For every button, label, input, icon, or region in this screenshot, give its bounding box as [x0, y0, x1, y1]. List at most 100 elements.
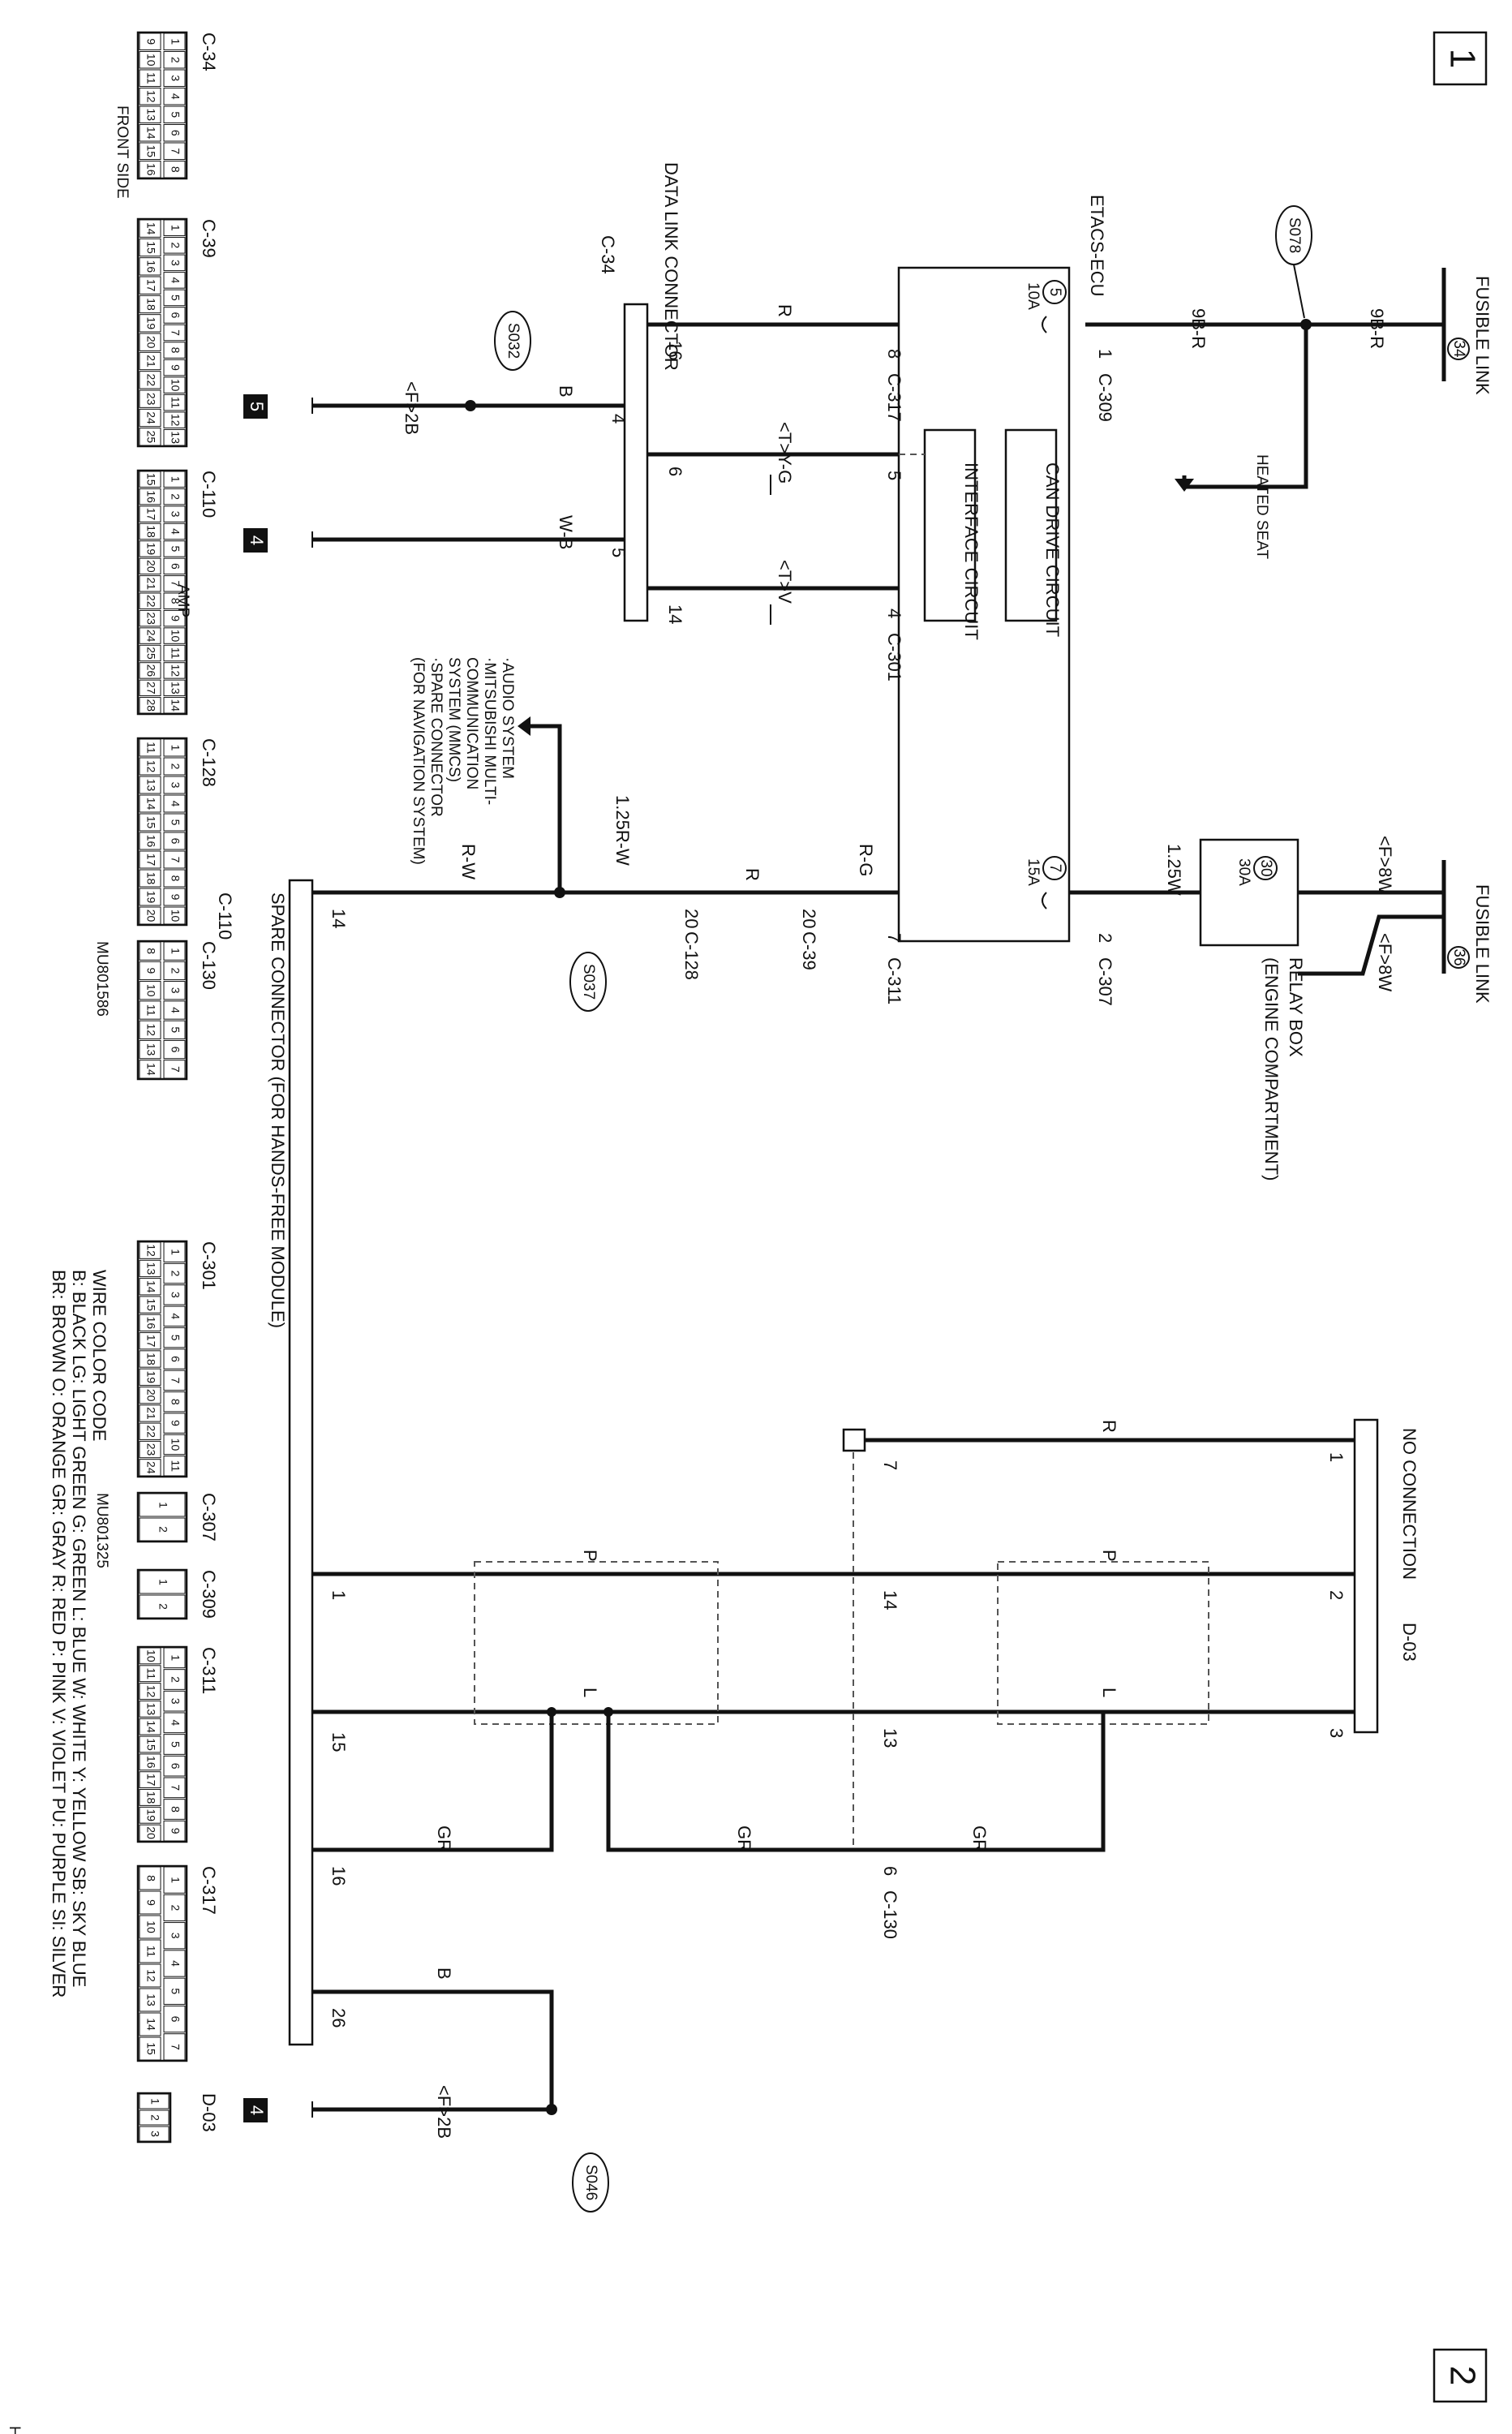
connector-pin-cell — [163, 393, 186, 411]
svg-text:·AUDIO SYSTEM: ·AUDIO SYSTEM — [499, 657, 516, 779]
svg-text:C-307: C-307 — [199, 1493, 219, 1542]
connector-pin-number: 2 — [157, 1603, 170, 1610]
connector-pin-number: 1 — [169, 948, 182, 954]
connector-pin-number: 19 — [144, 891, 157, 904]
connector-pin-number: 7 — [169, 580, 182, 587]
connector-pin-cell — [139, 1806, 161, 1824]
connector-pin-number: 13 — [144, 1262, 157, 1275]
splice-s037: S037 — [569, 952, 607, 1012]
wire-label-125rw: 1.25R-W — [612, 795, 633, 866]
connector-c309: C-309 — [136, 1568, 219, 1620]
connector-pin-number: 23 — [144, 612, 157, 625]
etacs-pin-5: 5 — [884, 471, 904, 480]
connector-pin-cell — [139, 428, 161, 446]
relay-box-label: RELAY BOX — [1286, 957, 1306, 1057]
connector-pin-cell — [139, 2093, 170, 2109]
data-link-conn: C-34 — [598, 235, 618, 274]
connector-pin-cell — [163, 254, 186, 272]
connector-pin-cell — [139, 906, 161, 925]
spare-pin-20b: 20 — [681, 909, 702, 928]
connector-pin-number: 9 — [169, 364, 182, 371]
connector-pin-cell — [139, 1718, 161, 1735]
connector-pin-cell — [163, 1391, 186, 1413]
connector-pin-number: 19 — [144, 1808, 157, 1821]
spare-connector-label: SPARE CONNECTOR (FOR HANDS-FREE MODULE) — [268, 892, 288, 1328]
connector-pin-number: 2 — [169, 763, 182, 770]
connector-pin-number: 10 — [144, 1649, 157, 1662]
connector-pin-cell — [163, 2005, 186, 2033]
connector-pin-cell — [139, 776, 161, 794]
etacs-pin-4: 4 — [884, 608, 904, 618]
spare-pin-1: 1 — [329, 1590, 349, 1600]
connector-pin-number: 6 — [169, 130, 182, 136]
connector-pin-cell — [163, 51, 186, 69]
connector-pin-number: 7 — [169, 1784, 182, 1791]
connector-pin-cell — [163, 662, 186, 679]
connector-pin-number: 18 — [144, 1791, 157, 1804]
svg-text:30: 30 — [1257, 859, 1274, 876]
connector-pin-cell — [163, 1284, 186, 1305]
connector-pin-number: 5 — [169, 1988, 182, 1994]
connector-pin-number: 8 — [169, 166, 182, 173]
connector-c301: C-301 — [136, 1240, 219, 1478]
heated-seat-label: HEATED SEAT — [1253, 454, 1270, 560]
wire-label-v: <T>V — [775, 560, 795, 604]
connector-pin-cell — [139, 1241, 161, 1259]
wire-label-p-b: P — [580, 1550, 600, 1562]
svg-text:·SPARE CONNECTOR: ·SPARE CONNECTOR — [427, 657, 445, 817]
connector-pin-number: 5 — [169, 546, 182, 553]
connector-pin-cell — [139, 1988, 161, 2012]
connector-pin-number: 12 — [169, 664, 182, 677]
connector-pin-number: 9 — [169, 1420, 182, 1426]
dlc-pin-4: 4 — [608, 414, 629, 424]
wire-label-gr-c: GR — [434, 1826, 454, 1852]
connector-pin-number: 27 — [144, 682, 157, 695]
connector-pin-number: 13 — [144, 1703, 157, 1716]
connector-pin-cell — [163, 1755, 186, 1777]
svg-text:C-301: C-301 — [199, 1241, 219, 1290]
splice-s032: S032 — [494, 311, 531, 371]
connector-pin-number: 11 — [144, 1946, 157, 1958]
connector-pin-cell — [139, 1866, 161, 1890]
connector-pin-cell — [163, 557, 186, 575]
c130-conn: C-130 — [880, 1890, 900, 1939]
etacs-conn-c307: C-307 — [1095, 957, 1115, 1006]
branch-audio-arrow — [518, 716, 530, 736]
connector-pin-cell — [163, 1348, 186, 1370]
svg-text:·MITSUBISHI MULTI-: ·MITSUBISHI MULTI- — [481, 657, 498, 805]
connector-pin-cell — [139, 1060, 161, 1079]
connector-pin-number: 17 — [144, 279, 157, 292]
connector-pin-cell — [163, 869, 186, 888]
connector-pin-cell — [163, 2033, 186, 2061]
connector-pin-cell — [139, 1404, 161, 1422]
wire-label-l-a: L — [1099, 1688, 1119, 1697]
connector-pin-number: 1 — [169, 1654, 182, 1661]
connector-pin-number: 18 — [144, 1352, 157, 1365]
connector-pin-cell — [163, 776, 186, 794]
connector-pin-cell — [139, 1700, 161, 1718]
connector-pin-cell — [163, 237, 186, 254]
connector-pin-number: 14 — [144, 1063, 157, 1076]
connector-pin-number: 6 — [169, 1356, 182, 1362]
connector-pin-cell — [139, 32, 161, 50]
wire-gr-bottom — [312, 1712, 554, 1852]
connector-pin-cell — [139, 1570, 186, 1594]
connector-pin-cell — [163, 1647, 186, 1669]
connector-pin-cell — [163, 142, 186, 160]
connector-pin-number: 15 — [144, 2042, 157, 2055]
connector-pin-cell — [139, 1753, 161, 1771]
connector-pin-number: 16 — [144, 835, 157, 848]
connector-c311: C-311 — [136, 1645, 219, 1843]
connector-pin-cell — [163, 488, 186, 505]
connector-pin-number: 4 — [169, 528, 182, 535]
connector-pin-cell — [139, 408, 161, 428]
connector-pin-number: 16 — [144, 490, 157, 503]
connector-pin-cell — [163, 1820, 186, 1842]
connector-pin-number: 24 — [144, 1461, 157, 1474]
connector-pin-cell — [139, 888, 161, 906]
connector-pin-cell — [163, 609, 186, 627]
svg-text:36: 36 — [1450, 948, 1467, 965]
connector-pin-cell — [139, 575, 161, 592]
etacs-pin-8: 8 — [884, 349, 904, 359]
connector-pin-cell — [163, 1000, 186, 1020]
